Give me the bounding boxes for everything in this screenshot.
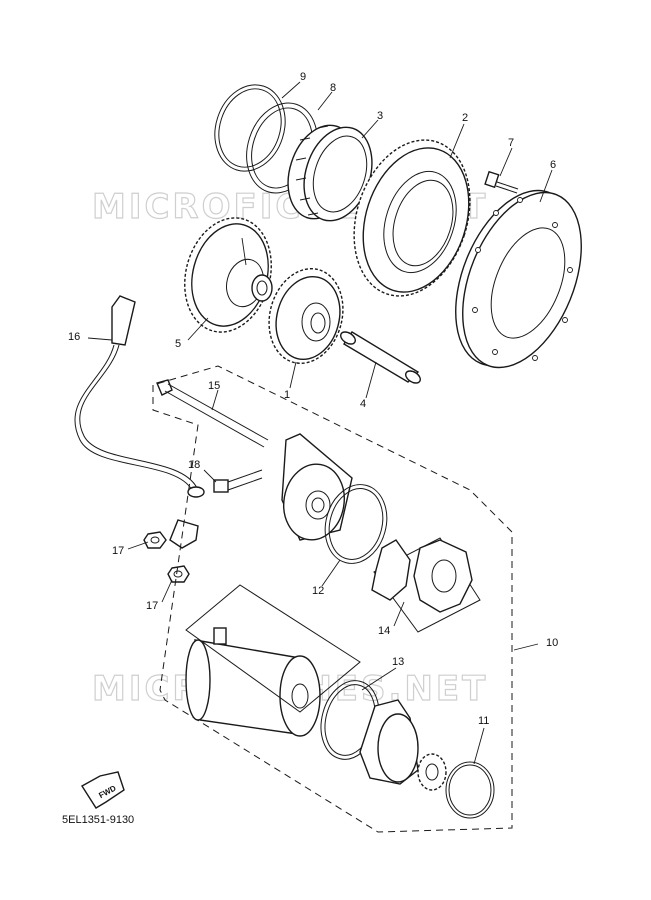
brush-set-part (371, 537, 481, 633)
circlip-part (214, 84, 286, 172)
callout-7: 7 (508, 137, 514, 149)
callout-17a: 17 (112, 545, 124, 557)
shaft-part (340, 331, 421, 384)
lead-wire-part (74, 295, 205, 549)
callout-15: 15 (208, 380, 220, 392)
callout-2: 2 (462, 112, 468, 124)
nut-17b-part (167, 565, 190, 583)
leader-lines (87, 81, 553, 765)
o-ring-11-part (445, 761, 495, 819)
callout-18: 18 (188, 459, 200, 471)
motor-yoke-part (185, 627, 321, 737)
idler-gear-part (184, 217, 273, 333)
drawing-code: 5EL1351-9130 (62, 814, 134, 826)
motor-subgroup-box (185, 584, 361, 713)
o-ring-12-part (324, 484, 388, 564)
fwd-arrow-icon: FWD (81, 771, 125, 809)
callout-17b: 17 (146, 600, 158, 612)
callout-11: 11 (478, 715, 489, 727)
callout-16: 16 (68, 331, 80, 343)
clutch-housing-part (455, 189, 582, 369)
starter-wheel-gear-part (353, 139, 471, 297)
small-gear-part (268, 268, 344, 364)
callout-4: 4 (360, 398, 366, 410)
long-bolt-part (156, 379, 269, 448)
bolt-18-part (213, 469, 263, 493)
callout-1: 1 (284, 389, 290, 401)
callout-12: 12 (312, 585, 324, 597)
callout-6: 6 (550, 159, 556, 171)
nut-17a-part (143, 531, 167, 549)
rear-cover-part (281, 433, 353, 541)
front-cover-part (359, 699, 447, 791)
callout-5: 5 (175, 338, 181, 350)
bolt-7-part (484, 170, 519, 194)
callout-3: 3 (377, 110, 383, 122)
callout-9: 9 (300, 71, 306, 83)
assembly-outline (152, 365, 513, 833)
callout-13: 13 (392, 656, 404, 668)
callout-8: 8 (330, 82, 336, 94)
callout-10: 10 (546, 637, 558, 649)
callout-14: 14 (378, 625, 390, 637)
